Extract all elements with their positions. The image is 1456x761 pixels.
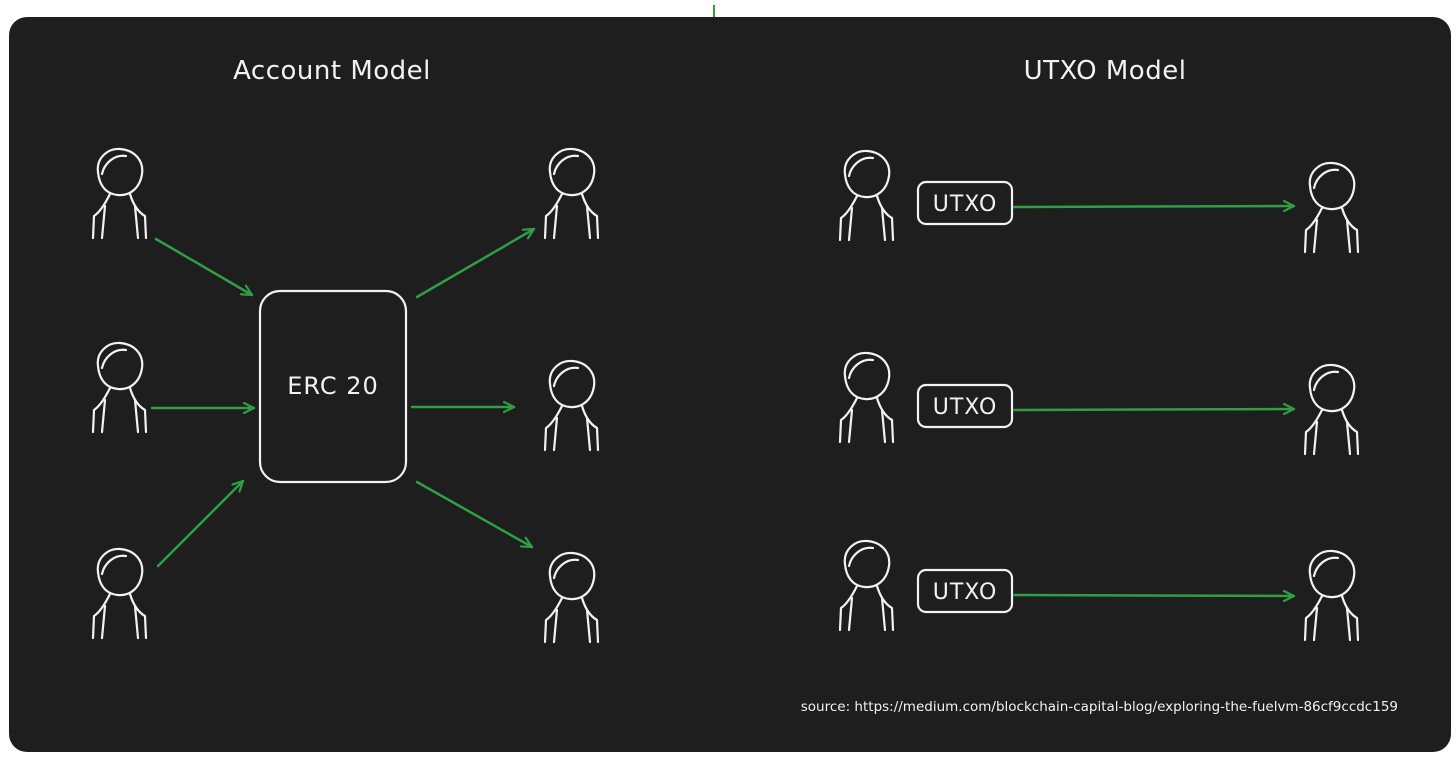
arrow-icon-in-3 xyxy=(156,479,245,568)
utxo-arrow-icon-2 xyxy=(1012,409,1296,410)
utxo-sender-person-icon-2 xyxy=(838,351,895,444)
sender-person-icon-1 xyxy=(91,147,148,240)
utxo-receiver-person-icon-1 xyxy=(1303,161,1360,254)
source-citation: source: https://medium.com/blockchain-ca… xyxy=(801,699,1398,715)
receiver-person-icon-2 xyxy=(543,359,600,452)
utxo-box-3 xyxy=(916,568,1014,614)
utxo-receiver-person-icon-2 xyxy=(1303,363,1360,456)
diagram-board xyxy=(9,17,1451,752)
utxo-sender-person-icon-3 xyxy=(838,539,895,632)
utxo-box-label-1: UTXO xyxy=(933,192,998,217)
account-model-title: Account Model xyxy=(233,56,431,86)
arrow-icon-out-3 xyxy=(415,480,534,549)
erc20-contract-box xyxy=(258,289,408,484)
sender-person-icon-3 xyxy=(91,547,148,640)
utxo-sender-person-icon-1 xyxy=(838,149,895,242)
sender-person-icon-2 xyxy=(91,341,148,434)
utxo-box-2 xyxy=(916,383,1014,429)
utxo-receiver-person-icon-3 xyxy=(1303,549,1360,642)
arrow-icon-out-1 xyxy=(415,227,536,299)
utxo-arrow-icon-3 xyxy=(1012,595,1296,596)
utxo-box-label-2: UTXO xyxy=(933,395,998,420)
receiver-person-icon-1 xyxy=(543,147,600,240)
utxo-model-title: UTXO Model xyxy=(1024,56,1187,86)
utxo-box-1 xyxy=(916,180,1014,226)
arrow-icon-in-1 xyxy=(154,237,254,297)
receiver-person-icon-3 xyxy=(543,551,600,644)
utxo-box-label-3: UTXO xyxy=(933,580,998,605)
top-guide-mark xyxy=(713,5,717,17)
utxo-arrow-icon-1 xyxy=(1012,206,1296,207)
erc20-contract-label: ERC 20 xyxy=(287,372,379,400)
